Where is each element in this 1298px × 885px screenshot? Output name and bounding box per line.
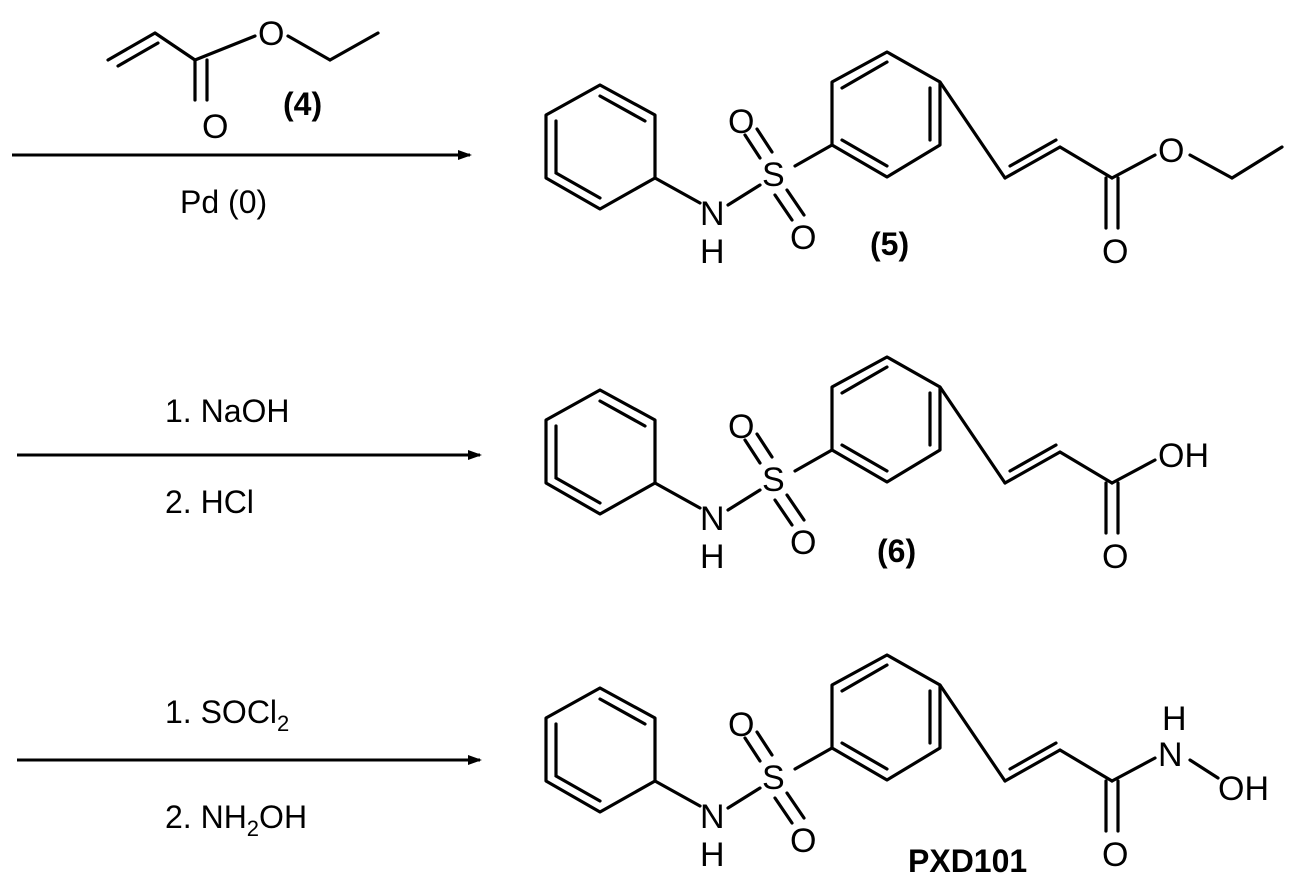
atom-h: H [700,836,725,874]
atom-nh-n: N [1158,736,1183,774]
product-label: PXD101 [908,843,1027,879]
atom-o-carbonyl: O [1102,233,1128,271]
atom-o1: O [728,706,754,744]
step-1: O O (4) Pd (0) N H S O O [12,15,1284,271]
reagent-above-3: 1. SOCl2 [165,694,289,736]
phenyl-ring [544,686,657,814]
atom-o1: O [728,103,754,141]
reagent-label: (4) [283,86,322,122]
product-label: (6) [877,533,916,569]
atom-o-carbonyl: O [1102,538,1128,576]
aryl-ring [830,653,942,782]
atom-oh: OH [1218,770,1269,808]
atom-o1: O [728,408,754,446]
reagent-below-2: 2. HCl [165,484,254,520]
atom-o2: O [790,219,816,257]
phenyl-ring [544,83,657,211]
aryl-ring [830,355,942,484]
atom-s: S [762,156,785,194]
reagent-below-3: 2. NH2OH [165,799,307,841]
atom-o2: O [790,822,816,860]
atom-oh: OH [1158,437,1209,475]
reagent-ethyl-acrylate: O O (4) [106,15,380,146]
atom-n: N [700,798,725,836]
atom-o-ester: O [258,15,284,53]
aryl-ring [830,50,942,179]
atom-h: H [700,538,725,576]
product-5: N H S O O O O [544,50,1284,271]
phenyl-ring [544,388,657,516]
atom-nh-h: H [1162,700,1187,738]
atom-o-ester: O [1158,132,1184,170]
atom-n: N [700,195,725,233]
product-pxd101: N H S O O O H N [544,653,1269,879]
product-6: N H S O O O OH (6 [544,355,1209,576]
atom-s: S [762,759,785,797]
atom-n: N [700,500,725,538]
reagent-below-1: Pd (0) [180,184,267,220]
atom-h: H [700,233,725,271]
atom-s: S [762,461,785,499]
atom-o-carbonyl: O [1102,836,1128,874]
atom-o-carbonyl: O [202,108,228,146]
reagent-above-2: 1. NaOH [165,393,289,429]
step-2: 1. NaOH 2. HCl N H S O O [17,355,1209,576]
step-3: 1. SOCl2 2. NH2OH N H S O O [17,653,1269,879]
product-label: (5) [870,226,909,262]
atom-o2: O [790,524,816,562]
